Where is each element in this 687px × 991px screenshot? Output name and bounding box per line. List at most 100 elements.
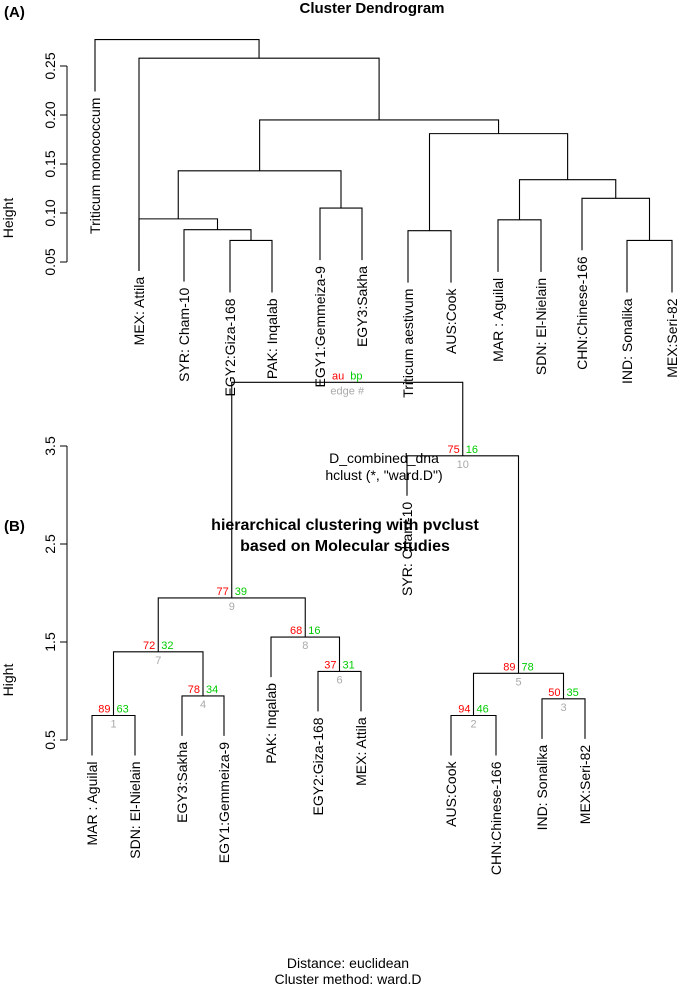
panel-b-title-line1: hierarchical clustering with pvclust bbox=[211, 517, 479, 534]
panel-b-cluster-method-label: Cluster method: ward.D bbox=[274, 971, 421, 987]
panel-b-au-value: 68 bbox=[290, 625, 302, 637]
panel-b-leaf-label: AUS:Cook bbox=[443, 761, 459, 827]
panel-b-edge-number: 9 bbox=[229, 601, 235, 613]
panel-b-edge-number: 7 bbox=[155, 655, 161, 667]
panel-b-leaf-label: MEX:Seri-82 bbox=[577, 745, 593, 825]
panel-a-leaf-label: Triticum aestivum bbox=[400, 289, 416, 398]
panel-a-branch bbox=[138, 57, 380, 271]
panel-b-bp-value: 16 bbox=[308, 625, 320, 637]
panel-b-y-axis: 0.5 1.5 2.5 3.5 bbox=[42, 436, 68, 750]
panel-b-bp-value: 35 bbox=[567, 687, 579, 699]
panel-b-edge-number: 4 bbox=[200, 699, 206, 711]
panel-b-bp-value: 31 bbox=[343, 659, 355, 671]
panel-b-au-value: 37 bbox=[324, 659, 336, 671]
panel-a-branch bbox=[183, 229, 252, 282]
panel-a-leaf-label: AUS:Cook bbox=[443, 288, 459, 354]
panel-b-au-value: 89 bbox=[503, 661, 515, 673]
legend-bp-label: bp bbox=[350, 370, 362, 382]
panel-b-au-value: 89 bbox=[98, 704, 110, 716]
panel-b-leaf-label: MAR : Aguilal bbox=[84, 762, 100, 846]
panel-b-au-value: 50 bbox=[548, 687, 560, 699]
panel-a-y-tick-label: 0.10 bbox=[42, 199, 58, 226]
panel-b-y-tick-label: 2.5 bbox=[42, 534, 58, 554]
panel-b-edge-number: 2 bbox=[470, 719, 476, 731]
panel-a-leaf-label: IND: Sonalika bbox=[619, 298, 635, 384]
panel-a-leaf-label: MEX: Attila bbox=[131, 277, 147, 346]
panel-a-label: (A) bbox=[4, 4, 25, 21]
panel-a-y-tick-label: 0.15 bbox=[42, 150, 58, 177]
panel-a-branch bbox=[518, 179, 617, 220]
legend-edge-label: edge # bbox=[330, 385, 365, 397]
panel-a-y-axis-label: Height bbox=[0, 198, 16, 239]
panel-b-title-line2: based on Molecular studies bbox=[240, 538, 450, 555]
panel-a-y-tick-label: 0.25 bbox=[42, 52, 58, 79]
panel-a-branch bbox=[319, 207, 363, 261]
panel-b-edge-number: 6 bbox=[336, 674, 342, 686]
panel-a-leaf-label: Triticum monococcum bbox=[87, 98, 103, 234]
panel-b-bp-value: 32 bbox=[161, 640, 173, 652]
panel-b-distance-label: Distance: euclidean bbox=[287, 955, 409, 971]
panel-a-branch bbox=[581, 197, 651, 251]
panel-a-branch bbox=[94, 38, 260, 92]
panel-a-title: Cluster Dendrogram bbox=[299, 0, 444, 17]
panel-a-y-axis: 0.05 0.10 0.15 0.20 0.25 bbox=[42, 52, 68, 276]
panel-b-leaf-label: CHN:Chinese-166 bbox=[488, 761, 504, 875]
panel-b-edge-number: 3 bbox=[560, 702, 566, 714]
panel-b-edge-number: 1 bbox=[110, 719, 116, 731]
panel-b-leaf-label: SDN: El-Nielain bbox=[127, 762, 143, 859]
panel-b-bp-value: 78 bbox=[522, 661, 534, 673]
panel-b-y-axis-label: Hight bbox=[0, 664, 16, 697]
panel-b-edge-number: 10 bbox=[457, 459, 469, 471]
panel-a-leaf-label: SYR: Cham-10 bbox=[176, 287, 192, 381]
panel-b-leaf-label: EGY1:Gemmeiza-9 bbox=[216, 742, 232, 864]
panel-a-method-label: hclust (*, "ward.D") bbox=[325, 467, 442, 483]
panel-b-label: (B) bbox=[4, 518, 25, 535]
panel-b-edge-number: 5 bbox=[515, 676, 521, 688]
panel-a-branch bbox=[626, 239, 673, 293]
panel-a-x-axis-label: D_combined_dna bbox=[329, 450, 439, 466]
panel-a-leaf-label: EGY3:Sakha bbox=[354, 266, 370, 347]
panel-a-branch bbox=[259, 119, 500, 171]
panel-b-y-tick-label: 1.5 bbox=[42, 632, 58, 652]
panel-b-au-value: 77 bbox=[217, 586, 229, 598]
panel-b-branch bbox=[231, 381, 464, 598]
panel-a-leaf-label: MAR : Aguilal bbox=[490, 278, 506, 362]
panel-a-leaf-label: EGY2:Giza-168 bbox=[222, 298, 238, 396]
panel-a-branch bbox=[407, 230, 452, 283]
panel-b-au-value: 75 bbox=[448, 444, 460, 456]
panel-a-leaf-label: CHN:Chinese-166 bbox=[574, 256, 590, 370]
panel-b-y-tick-label: 0.5 bbox=[42, 730, 58, 750]
panel-b-bp-value: 63 bbox=[117, 704, 129, 716]
panel-b-y-tick-label: 3.5 bbox=[42, 436, 58, 456]
panel-a-branch bbox=[138, 218, 219, 271]
legend-au-label: au bbox=[332, 370, 344, 382]
panel-a-tree bbox=[94, 38, 673, 293]
panel-a-y-tick-label: 0.05 bbox=[42, 248, 58, 275]
panel-b-bp-value: 46 bbox=[477, 704, 489, 716]
panel-a-branch bbox=[177, 170, 342, 219]
panel-b-leaf-label: SYR: Cham-10 bbox=[399, 502, 415, 596]
panel-b-au-value: 78 bbox=[188, 684, 200, 696]
panel-b-au-value: 72 bbox=[143, 640, 155, 652]
panel-a-branch bbox=[428, 133, 569, 231]
panel-b-leaf-label: PAK: Inqalab bbox=[263, 683, 279, 764]
panel-a: (A) Cluster Dendrogram Height D_combined… bbox=[0, 0, 680, 483]
panel-b: (B) hierarchical clustering with pvclust… bbox=[0, 370, 593, 987]
panel-b-edge-number: 8 bbox=[302, 640, 308, 652]
panel-a-branch bbox=[229, 239, 273, 293]
panel-b-leaf-label: MEX: Attila bbox=[353, 717, 369, 786]
panel-a-leaf-label: PAK: Inqalab bbox=[264, 298, 280, 379]
panel-a-y-tick-label: 0.20 bbox=[42, 101, 58, 128]
panel-a-leaf-label: EGY1:Gemmeiza-9 bbox=[312, 266, 328, 388]
panel-b-bp-value: 16 bbox=[466, 444, 478, 456]
panel-b-leaf-label: IND: Sonalika bbox=[534, 745, 550, 831]
panel-a-leaf-label: MEX:Seri-82 bbox=[664, 298, 680, 378]
panel-b-bp-value: 34 bbox=[206, 684, 218, 696]
panel-b-tree bbox=[91, 381, 586, 756]
panel-a-leaf-label: SDN: El-Nielain bbox=[533, 278, 549, 375]
panel-b-au-value: 94 bbox=[458, 704, 470, 716]
